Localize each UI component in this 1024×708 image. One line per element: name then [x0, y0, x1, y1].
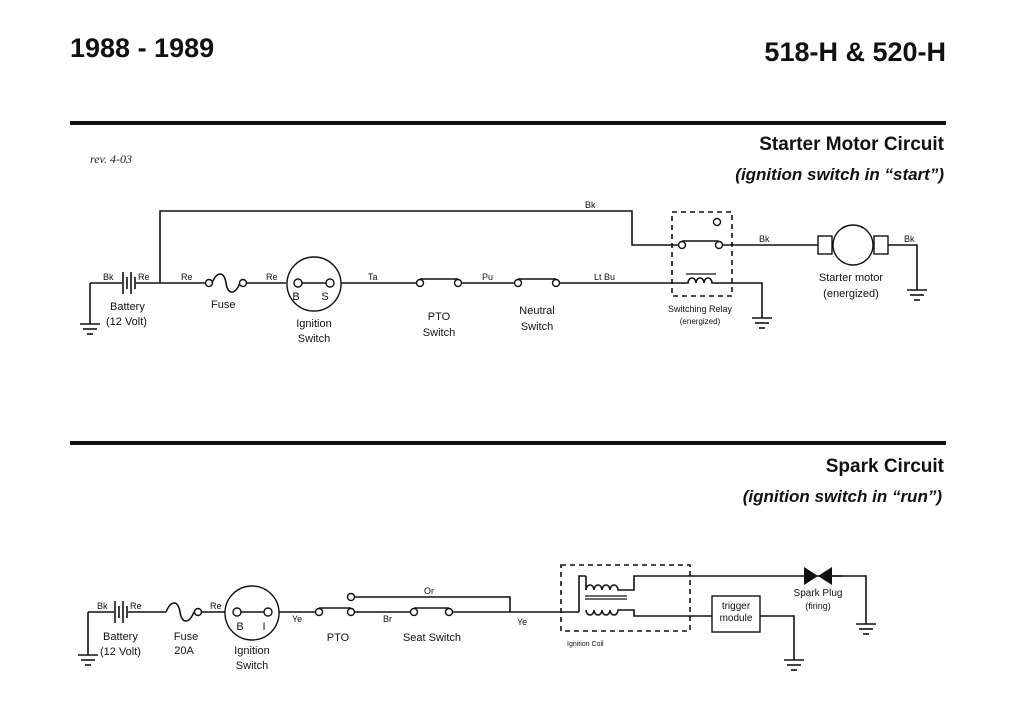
- wire-bk-top: [159, 210, 678, 283]
- spark-wire-label-br: Br: [383, 614, 392, 624]
- ignition-coil-label: Ignition Coil: [567, 641, 604, 648]
- neutral-switch-symbol: [513, 278, 561, 288]
- spark-ignition-term-b: B: [236, 621, 243, 633]
- trigger-module-label-2: module: [720, 613, 753, 624]
- spark-fuse-label: Fuse: [174, 631, 198, 643]
- ignition-term-s: S: [321, 291, 328, 303]
- switching-relay-symbol: [671, 211, 772, 329]
- wire-label-re-1: Re: [181, 272, 193, 282]
- starter-motor-label: Starter motor: [819, 272, 884, 284]
- spark-ignition-switch-symbol: [224, 585, 280, 641]
- spark-circuit: Bk Re Battery (12 Volt) Re Fuse 20A B I …: [78, 564, 876, 672]
- spark-wire-label-ye-1: Ye: [292, 614, 302, 624]
- revision-label: rev. 4-03: [90, 152, 132, 166]
- spark-plug-symbol: [804, 567, 876, 635]
- starter-motor-state: (energized): [823, 288, 879, 300]
- neutral-switch-label: Neutral: [519, 305, 554, 317]
- spark-circuit-subtitle: (ignition switch in “run”): [743, 487, 943, 506]
- switching-relay-state: (energized): [680, 317, 721, 326]
- spark-fuse-rating: 20A: [174, 645, 194, 657]
- spark-wire-label-or: Or: [424, 586, 434, 596]
- pto-switch-label-2: Switch: [423, 327, 455, 339]
- spark-ignition-label: Ignition: [234, 645, 269, 657]
- seat-switch-symbol: [409, 607, 454, 617]
- spark-plug-label: Spark Plug: [794, 588, 843, 599]
- pto-switch-label: PTO: [428, 311, 451, 323]
- spark-battery-voltage: (12 Volt): [100, 646, 141, 658]
- pto-switch-symbol: [415, 278, 463, 288]
- spark-wire-or: [354, 596, 511, 612]
- neutral-switch-label-2: Switch: [521, 321, 553, 333]
- starter-motor-symbol: [817, 224, 927, 301]
- wire-label-ta: Ta: [368, 272, 378, 282]
- spark-wire-label-re-fuse: Re: [210, 601, 222, 611]
- wire-label-bk-motor: Bk: [904, 234, 915, 244]
- ignition-switch-symbol: [286, 256, 342, 312]
- spark-circuit-title: Spark Circuit: [826, 456, 945, 477]
- spark-ignition-label-2: Switch: [236, 660, 268, 672]
- starter-motor-circuit: Bk Bk Re Battery (12 Volt) Re Fuse Re: [80, 200, 927, 345]
- wire-label-bk-batt: Bk: [103, 272, 114, 282]
- spark-wire-label-ye-2: Ye: [517, 617, 527, 627]
- spark-wire-label-bk: Bk: [97, 601, 108, 611]
- starter-circuit-title: Starter Motor Circuit: [759, 134, 944, 155]
- battery-voltage-label: (12 Volt): [106, 316, 147, 328]
- spark-wire-label-re: Re: [130, 601, 142, 611]
- battery-label: Battery: [110, 301, 145, 313]
- wire-label-bk-top: Bk: [585, 200, 596, 210]
- starter-circuit-subtitle: (ignition switch in “start”): [735, 165, 944, 184]
- models-title: 518-H & 520-H: [764, 37, 946, 67]
- seat-switch-label: Seat Switch: [403, 632, 461, 644]
- battery-symbol: [80, 272, 136, 335]
- spark-battery-symbol: [78, 601, 128, 666]
- spark-pto-label: PTO: [327, 632, 350, 644]
- spark-battery-label: Battery: [103, 631, 138, 643]
- ignition-term-b: B: [292, 291, 299, 303]
- switching-relay-label: Switching Relay: [668, 304, 733, 314]
- trigger-module-label: trigger: [722, 601, 751, 612]
- wire-label-pu: Pu: [482, 272, 493, 282]
- spark-fuse-symbol: [165, 602, 203, 622]
- wire-label-bk-relay: Bk: [759, 234, 770, 244]
- ignition-coil-symbol: [560, 564, 842, 632]
- wire-label-lt-bu: Lt Bu: [594, 272, 615, 282]
- trigger-module-symbol: [711, 595, 804, 671]
- wire-label-re-batt: Re: [138, 272, 150, 282]
- spark-ignition-term-i: I: [262, 621, 265, 633]
- spark-pto-switch-symbol: [314, 592, 356, 617]
- fuse-label: Fuse: [211, 299, 235, 311]
- wire-label-re-2: Re: [266, 272, 278, 282]
- fuse-symbol: [204, 273, 248, 293]
- ignition-switch-label-2: Switch: [298, 333, 330, 345]
- spark-plug-state: (firing): [805, 601, 831, 611]
- years-title: 1988 - 1989: [70, 33, 214, 63]
- ignition-switch-label: Ignition: [296, 318, 331, 330]
